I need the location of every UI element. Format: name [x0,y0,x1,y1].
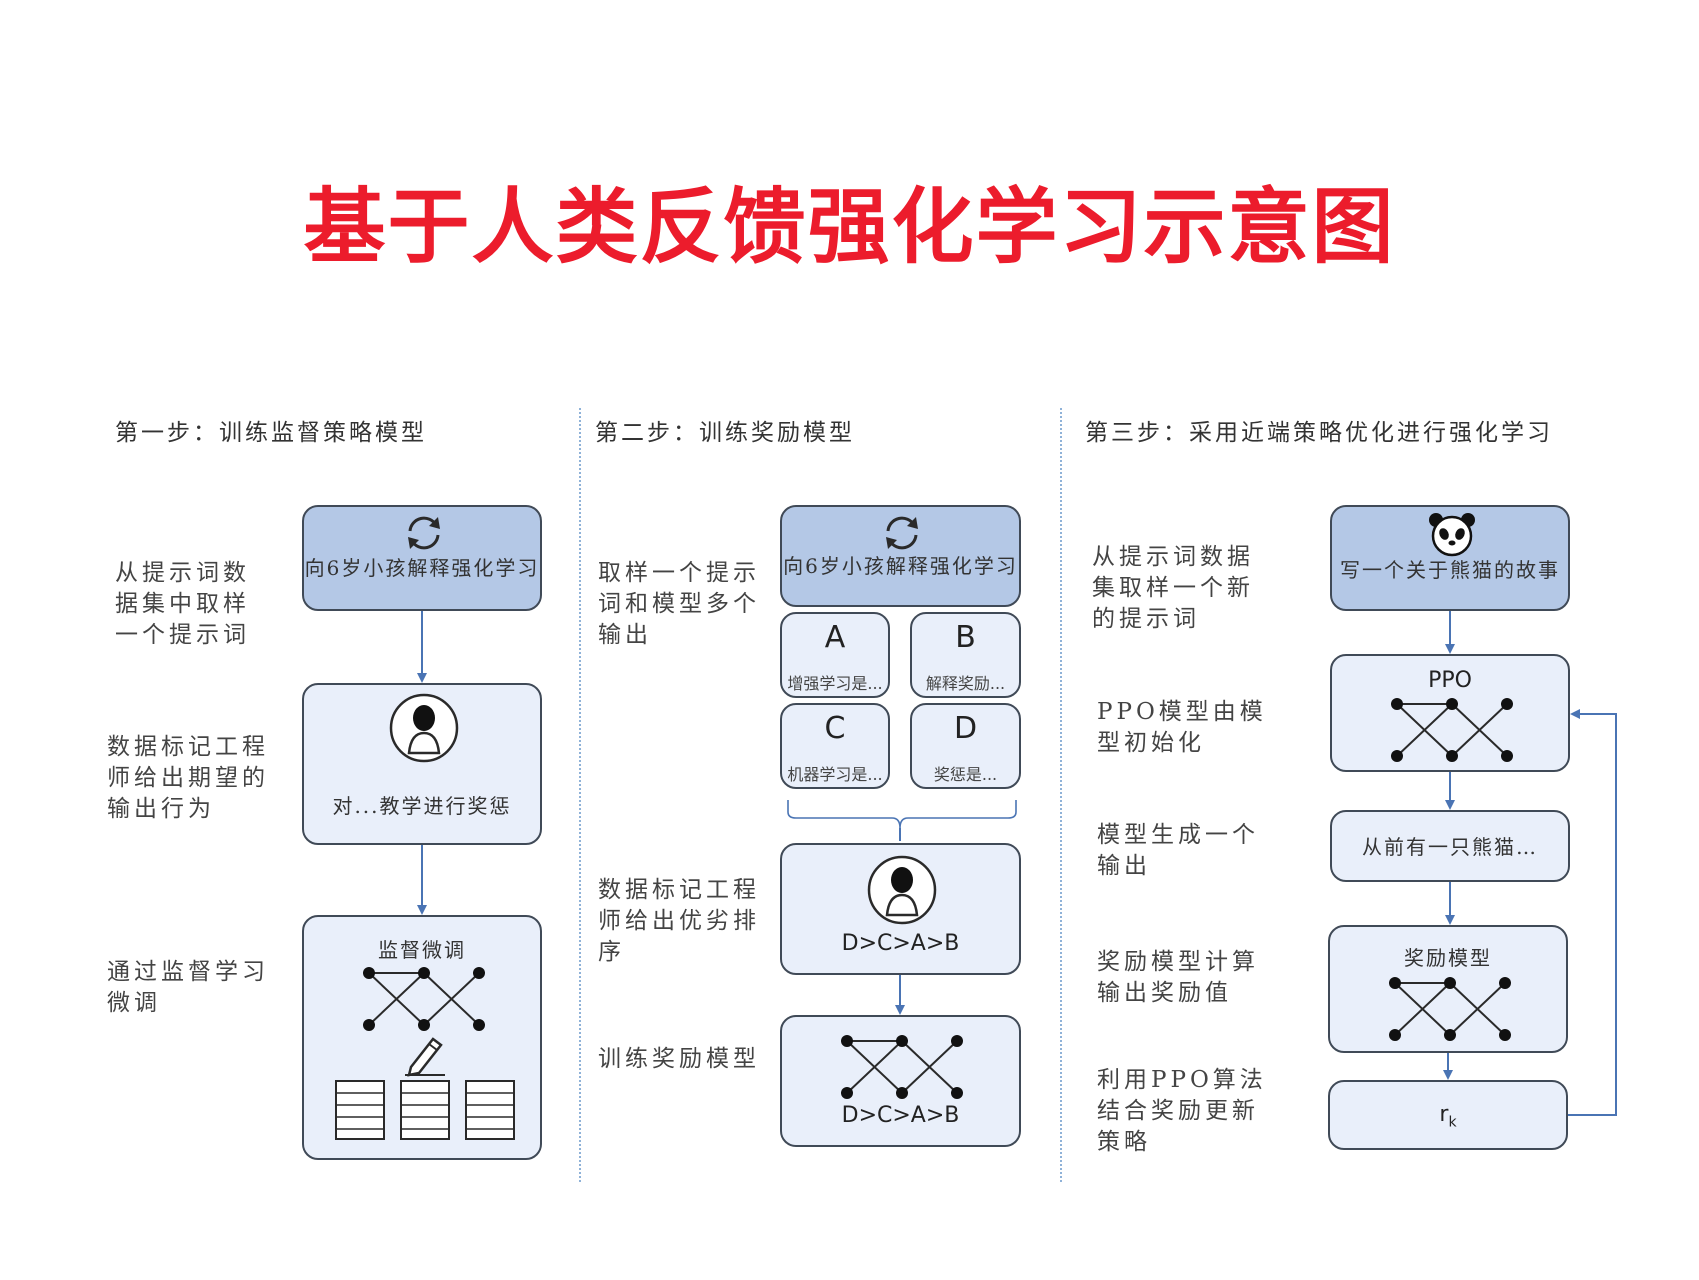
output-letter-c: C [824,711,846,746]
step1-prompt-box: 向6岁小孩解释强化学习 [302,505,542,611]
step3-output-box: 从前有一只熊猫… [1330,810,1570,882]
output-text-c: 机器学习是... [787,765,883,784]
neural-network-icon [1389,977,1511,1041]
output-card-a: A 增强学习是... [780,612,890,698]
step2-prompt-box: 向6岁小孩解释强化学习 [780,505,1021,607]
refresh-icon [886,516,918,550]
reward-symbol: r [1439,1102,1449,1127]
step3-label-reward: 奖励模型计算输出奖励值 [1097,949,1259,1006]
output-letter-b: B [955,620,976,655]
step2-title: 第二步：训练奖励模型 [595,420,855,446]
output-text-d: 奖惩是... [933,765,998,784]
step2-label-train: 训练奖励模型 [598,1046,760,1072]
step2-label-sample: 取样一个提示词和模型多个输出 [598,560,760,648]
refresh-icon [408,516,440,550]
step3-output-text: 从前有一只熊猫… [1362,835,1538,859]
page-title: 基于人类反馈强化学习示意图 [303,180,1396,275]
step2-rm-ranking-text: D>C>A>B [841,1103,960,1128]
data-table-icon [335,1080,515,1140]
output-text-b: 解释奖励... [925,674,1006,693]
divider-right [1060,408,1062,1182]
panda-icon [1429,513,1475,557]
step1-label-demo: 数据标记工程师给出期望的输出行为 [107,734,269,822]
step1-demo-text: 对...教学进行奖惩 [332,794,512,818]
step3-title: 第三步：采用近端策略优化进行强化学习 [1085,420,1553,446]
labeler-person-icon [389,693,459,763]
step3-label-generate: 模型生成一个输出 [1097,822,1259,879]
output-text-a: 增强学习是... [787,674,883,693]
step1-label-sft: 通过监督学习微调 [107,959,269,1016]
arrow-s3-feedback-loop [1568,709,1617,1116]
output-card-c: C 机器学习是... [780,703,890,789]
step2-rm-box: D>C>A>B [780,1015,1021,1147]
labeler-person-icon [867,855,937,925]
neural-network-icon [1391,698,1513,762]
step3-prompt-box: 写一个关于熊猫的故事 [1330,505,1570,611]
step3-prompt-text: 写一个关于熊猫的故事 [1340,558,1560,582]
step3-label-update: 利用PPO算法结合奖励更新策略 [1097,1067,1267,1155]
neural-network-icon [363,967,485,1031]
step3-label-ppo-init: PPO模型由模型初始化 [1097,699,1267,756]
divider-left [579,408,581,1182]
step2-ranking-box: D>C>A>B [780,843,1021,975]
step1-prompt-text: 向6岁小孩解释强化学习 [304,556,540,580]
step3-rm-text: 奖励模型 [1404,946,1492,970]
neural-network-icon [841,1035,963,1099]
step2-prompt-text: 向6岁小孩解释强化学习 [783,554,1018,578]
step3-reward-box: rk [1328,1080,1568,1150]
step3-reward-value: rk [1330,1102,1566,1130]
step3-label-sample: 从提示词数据集取样一个新的提示词 [1092,544,1254,632]
output-card-b: B 解释奖励... [910,612,1021,698]
step2-ranking-text: D>C>A>B [841,931,960,956]
step1-sft-text: 监督微调 [378,938,466,962]
output-letter-a: A [824,620,846,655]
step2-label-rank: 数据标记工程师给出优劣排序 [598,877,760,965]
bracket-outputs [787,800,1017,829]
output-letter-d: D [953,711,978,746]
step3-ppo-box: PPO [1330,654,1570,772]
pencil-icon [405,1037,445,1077]
step1-label-sample: 从提示词数据集中取样一个提示词 [115,560,250,648]
step1-title: 第一步：训练监督策略模型 [115,420,427,446]
step1-sft-box: 监督微调 [302,915,542,1160]
step1-labeler-box: 对...教学进行奖惩 [302,683,542,845]
step3-rm-box: 奖励模型 [1328,925,1568,1053]
output-card-d: D 奖惩是... [910,703,1021,789]
reward-subscript: k [1448,1114,1457,1131]
step3-ppo-text: PPO [1428,668,1472,693]
